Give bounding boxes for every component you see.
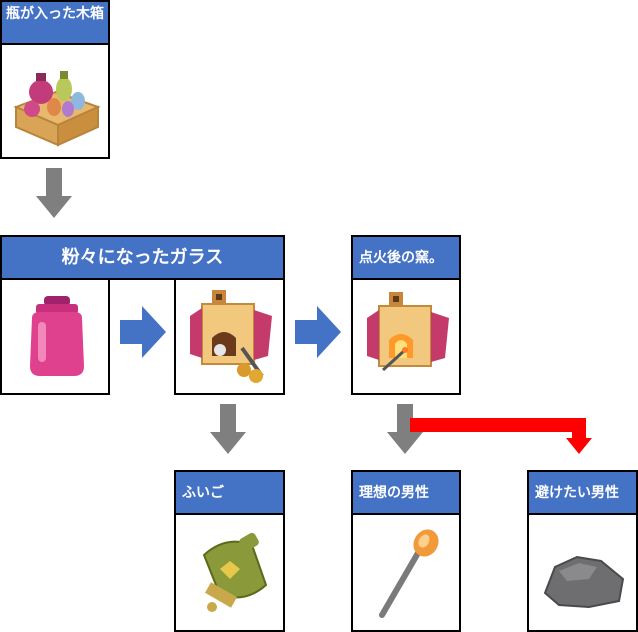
glass-jar-icon <box>30 296 84 376</box>
avoid-man-label: 避けたい男性 <box>535 485 619 501</box>
ideal-man-box <box>351 513 461 632</box>
bottle-crate-icon <box>13 71 101 147</box>
bellows-header: ふいご <box>174 470 285 515</box>
avoid-man-header: 避けたい男性 <box>527 470 638 515</box>
bellows-box <box>174 513 285 632</box>
glass-box <box>0 278 110 395</box>
down-arrow-1 <box>36 168 72 218</box>
kiln-box <box>174 278 285 395</box>
lit-kiln-icon <box>367 292 449 372</box>
right-arrow-2 <box>295 306 341 358</box>
ideal-man-header: 理想の男性 <box>351 470 461 515</box>
bellows-label: ふいご <box>182 485 224 501</box>
crate-label: 瓶が入った木箱 <box>6 6 104 22</box>
down-arrow-3 <box>387 404 423 454</box>
avoid-man-box <box>527 513 638 632</box>
bellows-icon <box>202 532 268 612</box>
glowing-rod-icon <box>379 529 439 618</box>
crate-header: 瓶が入った木箱 <box>0 0 110 45</box>
lit-kiln-header: 点火後の窯。 <box>351 235 461 280</box>
kiln-icon <box>190 290 272 383</box>
down-arrow-2 <box>210 404 246 454</box>
right-arrow-1 <box>120 306 166 358</box>
red-arrow <box>410 418 592 454</box>
glass-label: 粉々になったガラス <box>61 247 224 268</box>
glass-header: 粉々になったガラス <box>0 235 285 280</box>
ideal-man-label: 理想の男性 <box>359 485 429 501</box>
lit-kiln-box <box>351 278 461 395</box>
rock-icon <box>543 555 625 609</box>
lit-kiln-label: 点火後の窯。 <box>359 250 443 266</box>
crate-box <box>0 43 110 159</box>
